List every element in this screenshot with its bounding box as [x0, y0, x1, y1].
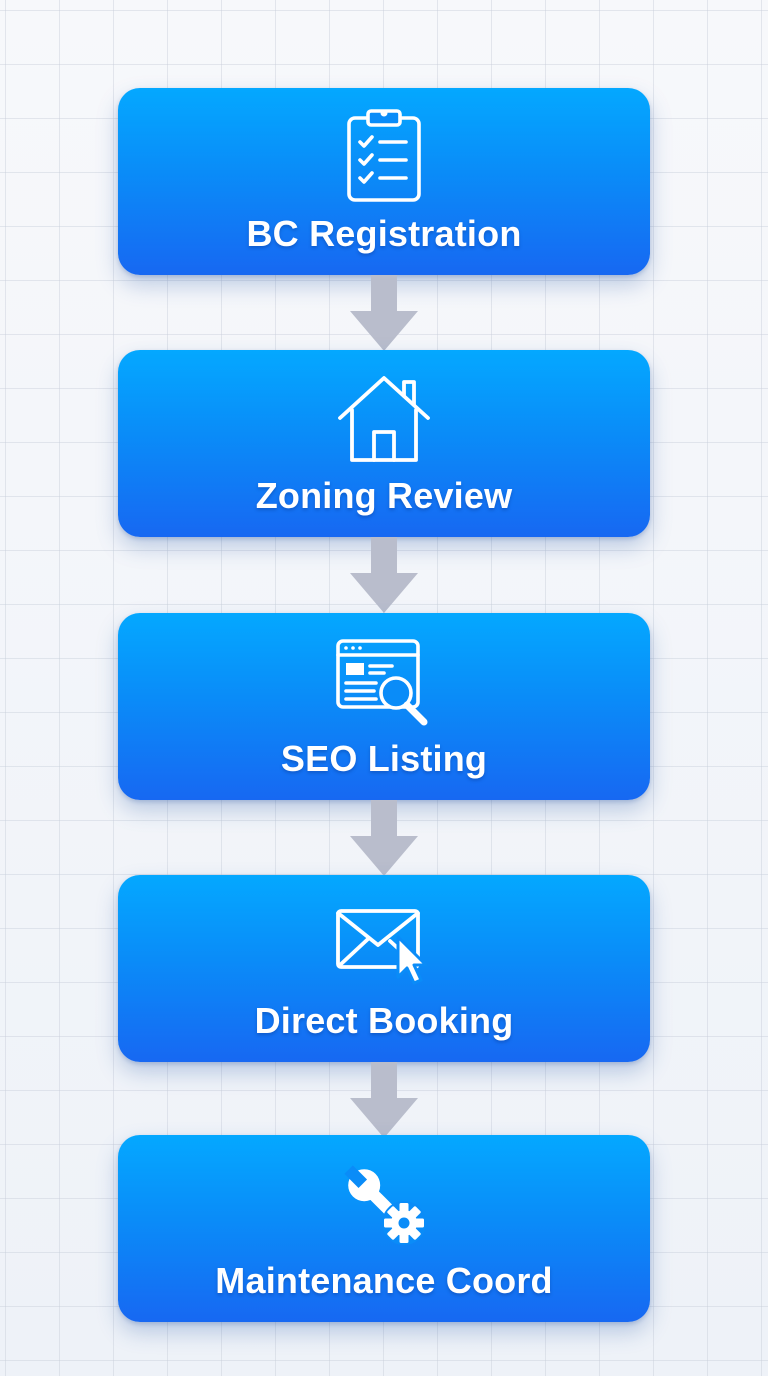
- flowchart: BC Registration Zoning Review: [118, 88, 650, 1322]
- step-label: BC Registration: [246, 213, 522, 254]
- step-bc-registration: BC Registration: [118, 88, 650, 275]
- step-label: SEO Listing: [280, 738, 488, 779]
- step-label: Zoning Review: [255, 475, 513, 516]
- house-icon: [334, 372, 434, 468]
- step-maintenance-coord: Maintenance Coord: [118, 1135, 650, 1322]
- step-label: Direct Booking: [254, 1000, 514, 1041]
- envelope-cursor-icon: [334, 897, 434, 993]
- step-direct-booking: Direct Booking: [118, 875, 650, 1062]
- step-zoning-review: Zoning Review: [118, 350, 650, 537]
- step-label: Maintenance Coord: [215, 1260, 553, 1301]
- down-arrow-icon: [350, 275, 418, 351]
- clipboard-checklist-icon: [334, 109, 434, 206]
- wrench-gear-icon: [334, 1157, 434, 1253]
- browser-search-icon: [334, 635, 434, 731]
- step-seo-listing: SEO Listing: [118, 613, 650, 800]
- down-arrow-icon: [350, 1062, 418, 1138]
- down-arrow-icon: [350, 537, 418, 613]
- down-arrow-icon: [350, 800, 418, 876]
